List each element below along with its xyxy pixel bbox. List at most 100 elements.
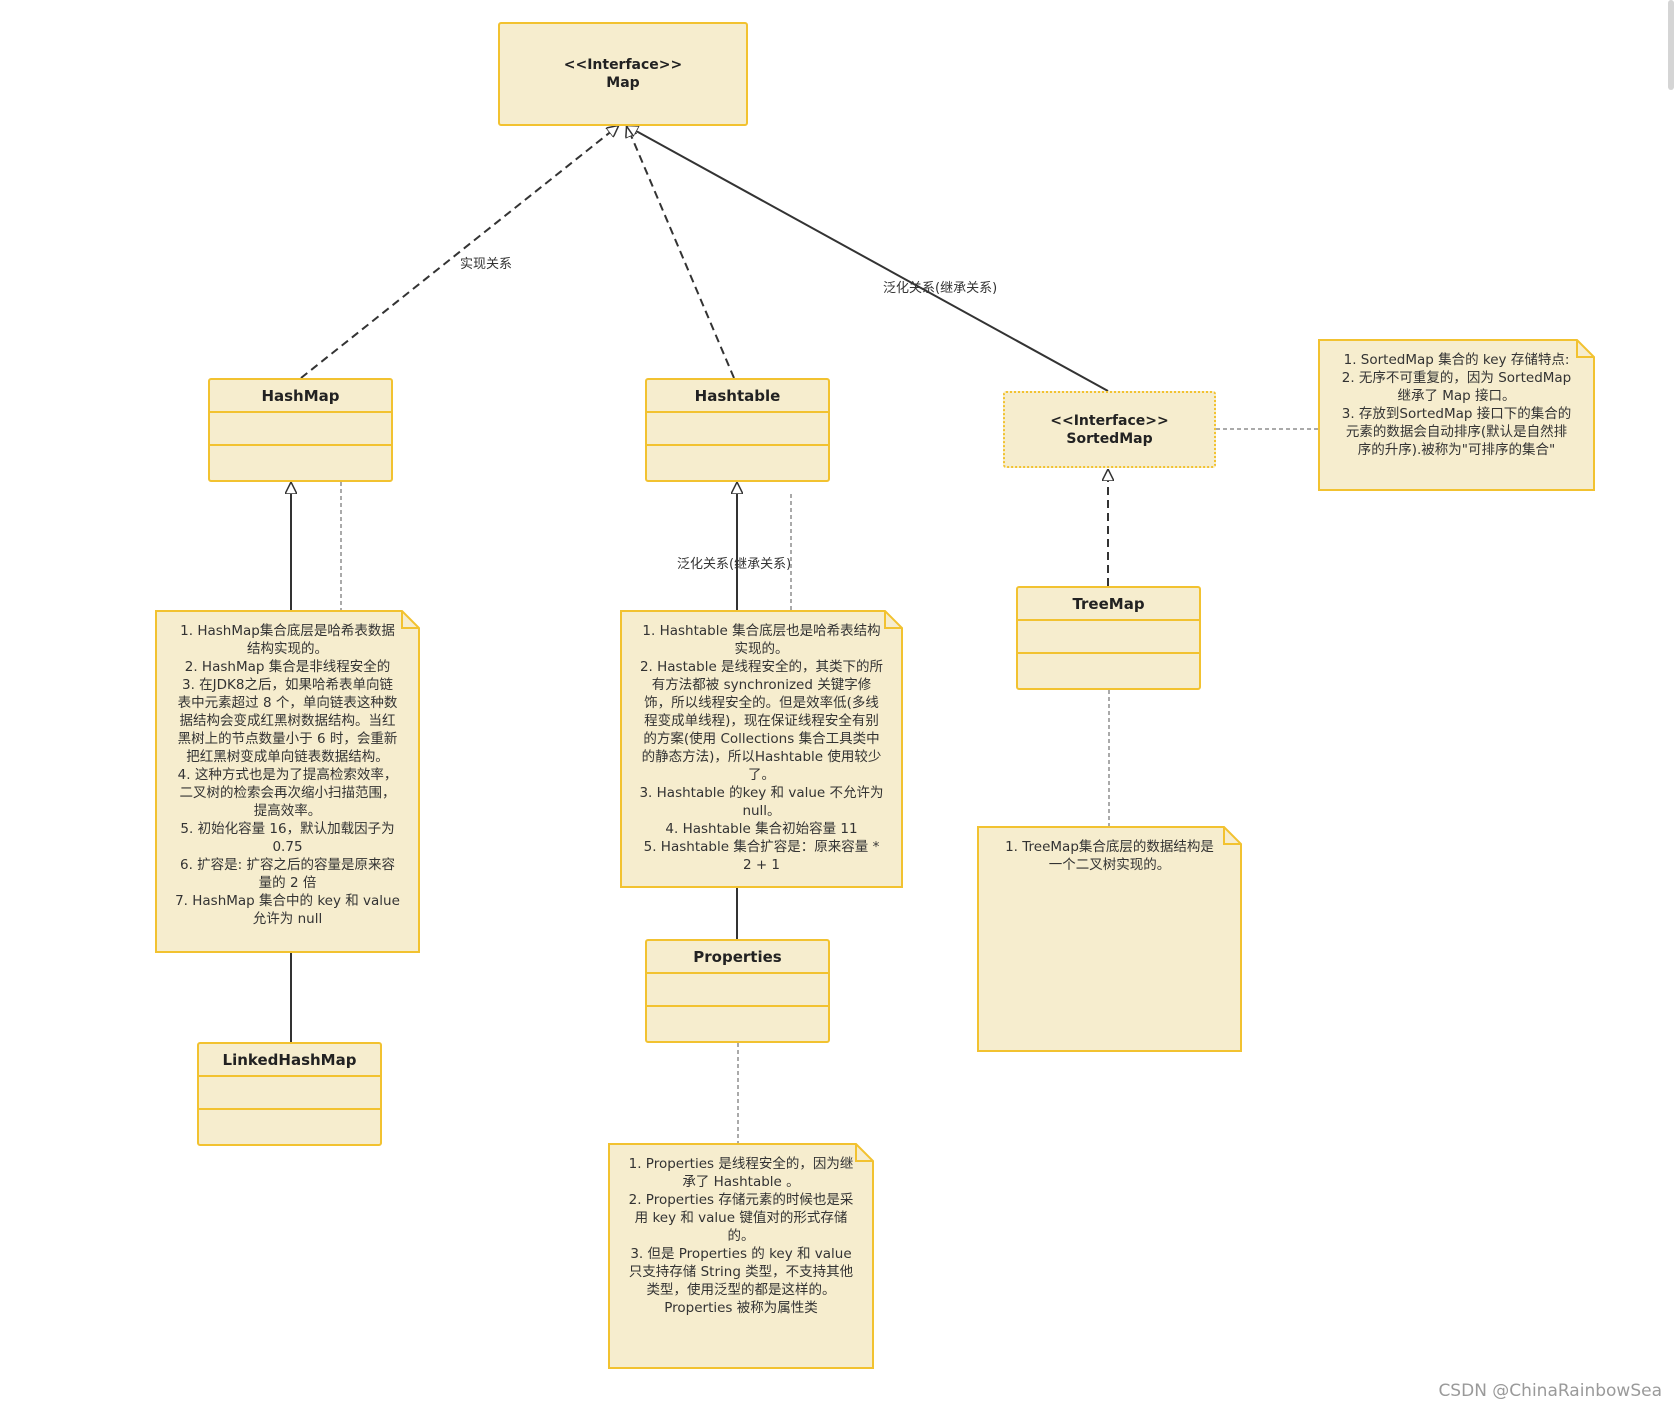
note-line: 1. Properties 是线程安全的，因为继: [628, 1156, 854, 1172]
note-line: 3. 但是 Properties 的 key 和 value: [630, 1246, 852, 1262]
note-body: [620, 610, 903, 888]
hashmap-name: HashMap: [210, 380, 391, 413]
watermark: CSDN @ChinaRainbowSea: [1438, 1381, 1662, 1401]
note-shape: [620, 610, 903, 888]
note-line: 2. HashMap 集合是非线程安全的: [184, 659, 391, 675]
treemap-attributes: [1018, 621, 1199, 654]
note-body: [977, 826, 1242, 1052]
edge-sortedmap-map: [627, 126, 1109, 392]
note-line: 用 key 和 value 键值对的形式存储: [634, 1210, 848, 1226]
note-line: 0.75: [272, 839, 303, 855]
note-shape: [1318, 339, 1595, 491]
note-line: 5. 初始化容量 16，默认加载因子为: [180, 821, 395, 837]
note-line: 的方案(使用 Collections 集合工具类中: [643, 731, 880, 747]
treemap-methods: [1018, 654, 1199, 687]
note-line: 实现的。: [734, 641, 789, 657]
note-line: 提高效率。: [253, 803, 322, 819]
note-line: 量的 2 倍: [258, 875, 317, 891]
note-line: 4. Hashtable 集合初始容量 11: [665, 821, 858, 837]
note-line: 只支持存储 String 类型，不支持其他: [628, 1264, 854, 1280]
note-shape: [977, 826, 1242, 1052]
note-line: 2. Properties 存储元素的时候也是采: [628, 1192, 854, 1208]
note-line: 有方法都被 synchronized 关键字修: [651, 677, 872, 693]
note-line: 1. Hashtable 集合底层也是哈希表结构: [642, 623, 881, 639]
class-properties[interactable]: Properties: [645, 939, 830, 1043]
properties-name: Properties: [647, 941, 828, 974]
note-treemap[interactable]: 1. TreeMap集合底层的数据结构是一个二叉树实现的。: [977, 826, 1242, 1052]
note-line: 程变成单线程)，现在保证线程安全有别: [644, 713, 879, 729]
note-line: 的静态方法)，所以Hashtable 使用较少: [641, 749, 882, 765]
note-shape: [155, 610, 420, 953]
note-line: 一个二叉树实现的。: [1048, 857, 1171, 873]
note-line: 承了 Hashtable 。: [682, 1174, 800, 1190]
note-line: 3. Hashtable 的key 和 value 不允许为: [639, 785, 884, 801]
class-linkedhashmap[interactable]: LinkedHashMap: [197, 1042, 382, 1146]
note-body: [155, 610, 420, 953]
class-hashtable[interactable]: Hashtable: [645, 378, 830, 482]
note-hashtable[interactable]: 1. Hashtable 集合底层也是哈希表结构实现的。 2. Hastable …: [620, 610, 903, 888]
note-body: [608, 1143, 874, 1369]
note-line: 继承了 Map 接口。: [1397, 388, 1516, 404]
sortedmap-stereotype: <<Interface>>: [1050, 412, 1169, 429]
note-line: 2. Hastable 是线程安全的，其类下的所: [639, 659, 884, 675]
note-fold: [1223, 827, 1241, 845]
note-line: 表中元素超过 8 个，单向链表这种数: [177, 695, 398, 711]
properties-methods: [647, 1007, 828, 1040]
edge-label-realization: 实现关系: [460, 257, 513, 272]
note-fold: [855, 1144, 873, 1162]
class-treemap[interactable]: TreeMap: [1016, 586, 1201, 690]
note-hashmap[interactable]: 1. HashMap集合底层是哈希表数据结构实现的。2. HashMap 集合是…: [155, 610, 420, 953]
note-sortedmap[interactable]: 1. SortedMap 集合的 key 存储特点: 2. 无序不可重复的，因为 …: [1318, 339, 1595, 491]
note-line: 黑树上的节点数量小于 6 时，会重新: [177, 731, 398, 747]
note-line: 1. SortedMap 集合的 key 存储特点:: [1343, 352, 1570, 368]
edge-label-generalization-main: 泛化关系(继承关系): [883, 281, 998, 296]
linkedhashmap-name: LinkedHashMap: [199, 1044, 380, 1077]
linkedhashmap-methods: [199, 1110, 380, 1143]
note-line: 6. 扩容是: 扩容之后的容量是原来容: [179, 857, 395, 873]
note-fold: [1576, 340, 1594, 358]
hashmap-methods: [210, 446, 391, 479]
edge-hashmap-map: [300, 126, 618, 379]
hashtable-methods: [647, 446, 828, 479]
note-line: 饰，所以线程安全的。但是效率低(多线: [644, 695, 879, 711]
sortedmap-name: SortedMap: [1066, 430, 1153, 447]
note-line: 二叉树的检索会再次缩小扫描范围，: [179, 785, 396, 801]
note-line: 5. Hashtable 集合扩容是：原来容量 *: [643, 839, 880, 855]
linkedhashmap-attributes: [199, 1077, 380, 1110]
note-line: null。: [742, 803, 781, 819]
hashmap-attributes: [210, 413, 391, 446]
properties-attributes: [647, 974, 828, 1007]
note-line: 序的升序).被称为"可排序的集合": [1357, 442, 1556, 458]
note-line: 7. HashMap 集合中的 key 和 value: [175, 893, 400, 909]
note-fold: [884, 611, 902, 629]
note-line: Properties 被称为属性类: [664, 1300, 818, 1316]
treemap-name: TreeMap: [1018, 588, 1199, 621]
note-line: 的。: [727, 1228, 755, 1244]
note-line: 3. 存放到SortedMap 接口下的集合的: [1341, 406, 1572, 422]
note-fold: [401, 611, 419, 629]
note-line: 1. HashMap集合底层是哈希表数据: [180, 623, 395, 639]
note-line: 把红黑树变成单向链表数据结构。: [186, 749, 389, 765]
interface-sortedmap[interactable]: <<Interface>> SortedMap: [1003, 391, 1216, 468]
note-line: 2 + 1: [742, 857, 781, 873]
note-line: 元素的数据会自动排序(默认是自然排: [1345, 424, 1568, 440]
note-line: 允许为 null: [252, 911, 323, 927]
interface-map[interactable]: <<Interface>> Map: [498, 22, 748, 126]
note-line: 3. 在JDK8之后，如果哈希表单向链: [182, 677, 393, 693]
hashtable-attributes: [647, 413, 828, 446]
map-name: Map: [606, 75, 640, 91]
map-stereotype: <<Interface>>: [563, 57, 683, 73]
edge-hashtable-map: [627, 126, 735, 379]
edge-label-generalization-hashtable: 泛化关系(继承关系): [677, 557, 792, 572]
note-line: 1. TreeMap集合底层的数据结构是: [1005, 839, 1214, 855]
note-line: 了。: [748, 767, 775, 783]
hashtable-name: Hashtable: [647, 380, 828, 413]
note-properties[interactable]: 1. Properties 是线程安全的，因为继承了 Hashtable 。 2.…: [608, 1143, 874, 1369]
class-hashmap[interactable]: HashMap: [208, 378, 393, 482]
note-line: 据结构会变成红黑树数据结构。当红: [179, 713, 396, 729]
vertical-scrollbar[interactable]: [1668, 0, 1674, 90]
note-line: 4. 这种方式也是为了提高检索效率，: [177, 767, 398, 783]
note-line: 2. 无序不可重复的，因为 SortedMap: [1341, 370, 1572, 386]
note-shape: [608, 1143, 874, 1369]
note-body: [1318, 339, 1595, 491]
